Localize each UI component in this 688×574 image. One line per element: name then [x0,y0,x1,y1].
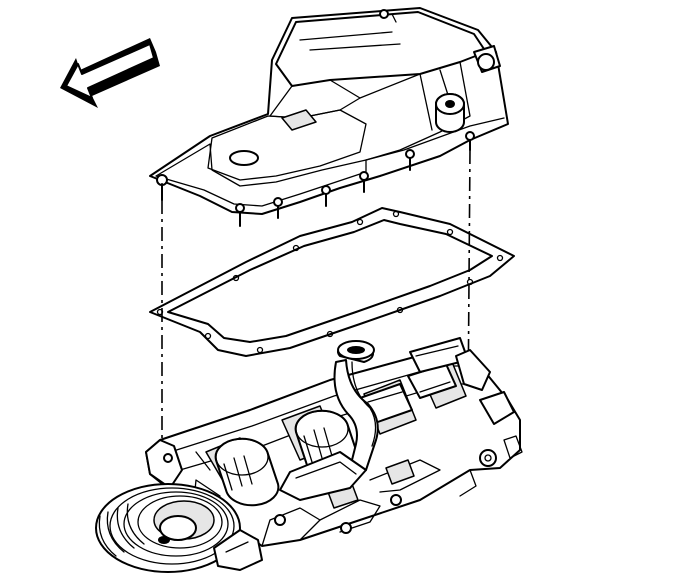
oil-pan [149,7,509,227]
front-arrow-icon [60,38,160,108]
pulley-icon [95,483,263,573]
engine-block-icon [145,337,523,547]
gasket-icon [149,207,515,357]
pickup-tube-icon [279,340,379,501]
